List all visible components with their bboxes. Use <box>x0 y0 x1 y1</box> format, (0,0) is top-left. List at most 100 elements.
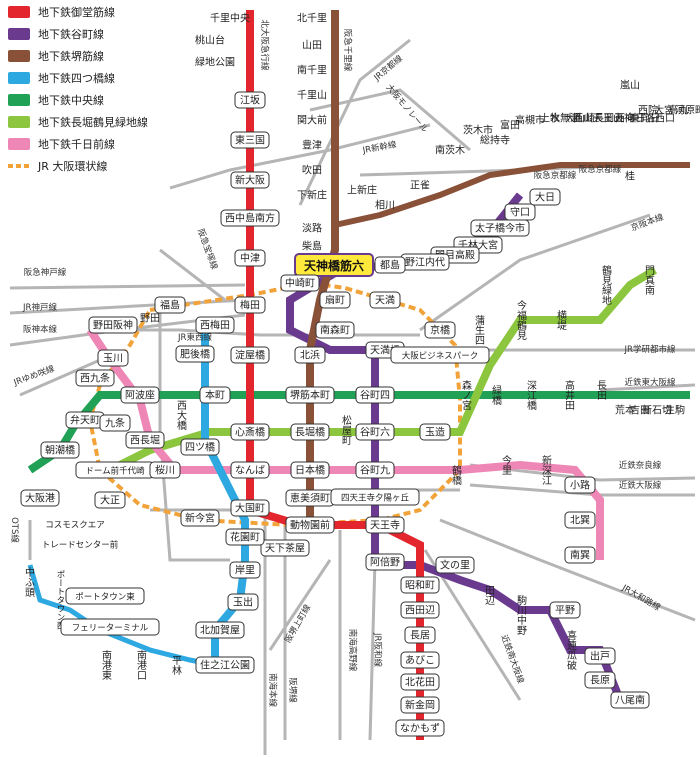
station-108[interactable]: 大阪ビジネスパーク <box>390 346 490 364</box>
station-124[interactable]: 昭和町 <box>400 576 440 594</box>
station-49[interactable]: 大日 <box>529 188 561 206</box>
station-47[interactable]: 桂 <box>625 170 635 183</box>
station-72[interactable]: 肥後橋 <box>175 345 215 363</box>
station-95[interactable]: 深江橋 <box>525 380 537 411</box>
station-56[interactable]: 扇町 <box>319 291 351 309</box>
station-76[interactable]: 玉出 <box>227 593 259 611</box>
station-4[interactable]: 東三国 <box>230 131 270 149</box>
station-66[interactable]: 日本橋 <box>290 461 330 479</box>
station-115[interactable]: 玉川 <box>97 349 129 367</box>
station-78[interactable]: 住之江公園 <box>195 656 255 674</box>
station-83[interactable]: ポートタウン東 <box>65 587 145 605</box>
station-27[interactable]: 相川 <box>375 199 395 212</box>
station-71[interactable]: 西梅田 <box>195 316 235 334</box>
station-111[interactable]: ドーム前千代崎 <box>75 461 155 479</box>
station-6[interactable]: 西中島南方 <box>220 209 280 227</box>
station-86[interactable]: 南港口 <box>135 649 147 680</box>
station-42[interactable]: 嵐山 <box>620 80 640 92</box>
station-39[interactable]: 西向日 <box>615 112 645 125</box>
station-125[interactable]: 西田辺 <box>400 601 440 619</box>
station-19[interactable]: 千里山 <box>297 90 327 102</box>
station-117[interactable]: 今里 <box>500 454 512 475</box>
station-0[interactable]: 千里中央 <box>210 12 250 25</box>
station-128[interactable]: 北花田 <box>400 673 440 691</box>
station-40[interactable]: 東向日 <box>630 112 660 125</box>
station-37[interactable]: 西山天王山 <box>573 113 623 125</box>
station-122[interactable]: 鶴橋 <box>450 464 462 486</box>
station-81[interactable]: 中ふ頭 <box>23 566 35 598</box>
station-2[interactable]: 緑地公園 <box>195 56 235 69</box>
station-45[interactable]: 烏丸 <box>668 104 688 117</box>
station-113[interactable]: 西大橋 <box>175 400 187 431</box>
station-100[interactable]: 新石切 <box>642 404 672 417</box>
station-90[interactable]: 九条 <box>99 414 131 432</box>
station-59[interactable]: 谷町四 <box>355 386 395 404</box>
station-1[interactable]: 桃山台 <box>195 34 225 47</box>
station-91[interactable]: 阿波座 <box>120 386 160 404</box>
station-31[interactable]: 総持寺 <box>480 134 510 147</box>
station-89[interactable]: 弁天町 <box>65 411 105 429</box>
station-36[interactable]: 大山崎 <box>565 112 595 125</box>
station-18[interactable]: 南千里 <box>297 64 327 77</box>
station-87[interactable]: 平林 <box>170 655 182 676</box>
station-140[interactable]: 野田 <box>140 313 160 325</box>
station-57[interactable]: 天満 <box>369 291 401 309</box>
station-26[interactable]: 上新庄 <box>347 184 377 197</box>
station-112[interactable]: 西長堀 <box>125 431 165 449</box>
station-130[interactable]: なかもず <box>395 719 445 737</box>
station-20[interactable]: 関大前 <box>297 114 327 127</box>
station-10[interactable]: 本町 <box>199 386 231 404</box>
station-97[interactable]: 長田 <box>595 380 607 400</box>
station-46[interactable]: 河原町 <box>675 105 700 117</box>
station-116[interactable]: 桜川 <box>149 461 181 479</box>
station-74[interactable]: 花園町 <box>225 528 265 546</box>
station-9[interactable]: 淀屋橋 <box>230 346 270 364</box>
station-102[interactable]: 門真南 <box>643 265 655 295</box>
station-107[interactable]: 京橋 <box>424 321 456 339</box>
station-23[interactable]: 下新庄 <box>297 189 327 202</box>
station-24[interactable]: 淡路 <box>302 222 322 235</box>
station-67[interactable]: 恵美須町 <box>285 489 335 507</box>
station-77[interactable]: 北加賀屋 <box>195 621 245 639</box>
station-30[interactable]: 茨木市 <box>463 124 493 137</box>
station-94[interactable]: 緑橋 <box>490 384 502 406</box>
station-105[interactable]: 今福鶴見 <box>515 299 527 341</box>
station-136[interactable]: 出戸 <box>584 647 616 665</box>
station-13[interactable]: 大国町 <box>230 499 270 517</box>
station-53[interactable]: 野江内代 <box>400 253 450 271</box>
station-109[interactable]: 玉造 <box>419 423 451 441</box>
station-121[interactable]: 南巽 <box>564 546 596 564</box>
station-133[interactable]: 駒川中野 <box>515 595 527 635</box>
station-96[interactable]: 高井田 <box>563 379 575 410</box>
station-132[interactable]: 田辺 <box>483 585 495 605</box>
station-143[interactable]: 新今宮 <box>180 509 220 527</box>
station-118[interactable]: 新深江 <box>540 454 552 485</box>
station-41[interactable]: 洛西口 <box>645 112 675 125</box>
station-15[interactable]: 天王寺 <box>365 516 405 534</box>
station-88[interactable]: 朝潮橋 <box>40 441 80 459</box>
station-61[interactable]: 谷町九 <box>355 461 395 479</box>
station-11[interactable]: 心斎橋 <box>230 423 270 441</box>
station-34[interactable]: 上牧 <box>540 112 560 125</box>
station-101[interactable]: 生駒 <box>665 404 685 417</box>
station-35[interactable]: 水無瀬 <box>550 112 580 125</box>
station-141[interactable]: 西九条 <box>75 369 115 387</box>
station-79[interactable]: コスモスクエア <box>45 521 105 531</box>
station-82[interactable]: ポートタウン西 <box>55 570 65 630</box>
station-55[interactable]: 中崎町 <box>280 274 320 292</box>
station-129[interactable]: 新金岡 <box>400 696 440 714</box>
station-3[interactable]: 江坂 <box>234 91 266 109</box>
station-99[interactable]: 吉田 <box>630 405 650 417</box>
highlight-station-tenjinbashisuji6[interactable]: 天神橋筋六 <box>294 253 374 277</box>
station-43[interactable]: 西院 <box>638 104 658 117</box>
station-28[interactable]: 正雀 <box>410 180 430 192</box>
station-7[interactable]: 中津 <box>234 249 266 267</box>
station-64[interactable]: 堺筋本町 <box>285 386 335 404</box>
station-110[interactable]: 大正 <box>94 491 126 509</box>
station-54[interactable]: 都島 <box>374 256 406 274</box>
station-12[interactable]: なんば <box>230 461 270 479</box>
station-63[interactable]: 北浜 <box>294 346 326 364</box>
station-62[interactable]: 南森町 <box>315 321 355 339</box>
station-135[interactable]: 喜連瓜破 <box>565 629 577 671</box>
station-127[interactable]: あびこ <box>400 651 440 669</box>
